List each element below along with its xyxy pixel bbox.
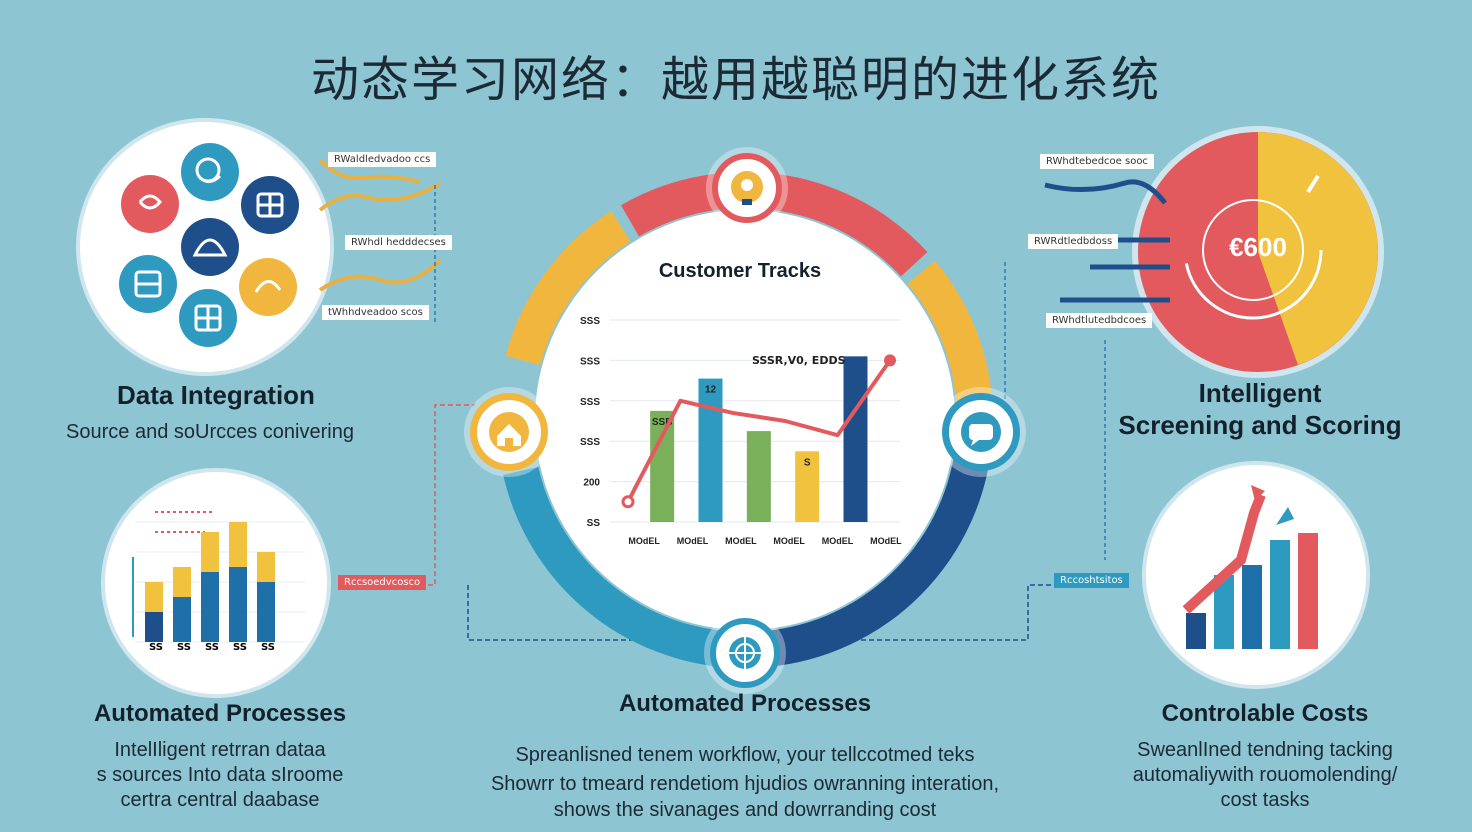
automated-desc-line-2: s sources Into data sIroome [96, 764, 344, 786]
scoring-tag-1: RWhdtebedcoe sooc [1040, 154, 1154, 169]
line-point [621, 495, 635, 509]
costs-desc-line-2: automaliywith rouomolending/ [1132, 764, 1398, 786]
controllable-costs-badge [1146, 465, 1366, 685]
x-tick-label: MOdEL [870, 536, 902, 546]
y-tick-label: SSS [580, 437, 600, 448]
chart-bar [795, 451, 820, 522]
automated-processes-badge: SS SS SS SS SS [105, 472, 327, 694]
bottom-ring-node[interactable] [710, 618, 780, 688]
globe-icon [729, 637, 761, 669]
bar-data-label: SSB [652, 417, 673, 428]
y-tick-label: SS [587, 518, 601, 529]
chart-bar [746, 431, 771, 522]
scoring-heading-line-2: Screening and Scoring [1118, 410, 1402, 440]
left-bar-chart-graphic [132, 511, 305, 643]
data-integration-icons [119, 143, 299, 347]
scoring-gauge-badge: €600 [1138, 132, 1378, 372]
lightbulb-icon [731, 171, 763, 205]
automated-processes-heading-center: Automated Processes [618, 690, 872, 717]
bar-data-label: 12 [705, 385, 717, 396]
x-tick-label: MOdEL [725, 536, 757, 546]
chart-bar [650, 410, 675, 522]
top-ring-node[interactable] [712, 153, 782, 223]
automated-desc-line-1: IntelIligent retrran dataa [114, 739, 326, 761]
scoring-tag-3: RWhdtlutedbdcoes [1046, 313, 1153, 328]
chart-bar [698, 378, 723, 522]
connector-tag-3: tWhhdveadoo scos [322, 305, 429, 320]
y-tick-label: SSS [580, 316, 600, 327]
scoring-heading-line-1: Intelligent [1198, 378, 1322, 408]
y-tick-label: 200 [583, 478, 600, 489]
chart-title: Customer Tracks [658, 260, 822, 282]
customer-tracks-chart: SS 200 SSS SSS SSS SSS SSB 12S MOdEL MOdEL MOdEL MO… [580, 316, 902, 546]
y-tick-label: SSS [580, 397, 600, 408]
gauge-graphic [1183, 132, 1378, 365]
costs-bar-graphic [1182, 485, 1318, 649]
data-integration-connectors [318, 158, 442, 325]
right-ring-node[interactable] [942, 393, 1020, 471]
x-tick-label: MOdEL [628, 536, 660, 546]
chat-icon [961, 412, 1001, 452]
automated-tag: Rccsoedvcosco [338, 575, 427, 590]
data-integration-heading: Data Integration [117, 380, 315, 410]
gauge-value: €600 [1229, 232, 1287, 262]
controllable-costs-heading: Controlable Costs [1161, 700, 1369, 727]
connector-tag-1: RWaldledvadoo ccs [328, 152, 437, 167]
automated-desc-line-3: certra central daabase [120, 789, 320, 811]
chart-line [626, 359, 892, 503]
line-point [884, 354, 896, 367]
center-desc-line-2: Showrr to tmeard rendetiom hjudios owran… [490, 773, 1000, 795]
page-title: 动态学习网络：越用越聪明的进化系统 [310, 52, 1161, 108]
x-tick-label: MOdEL [677, 536, 709, 546]
center-desc-line-1: Spreanlisned tenem workflow, your tellcc… [515, 744, 975, 766]
chart-annotation: SSSR,V0, EDDS [752, 354, 846, 367]
data-integration-badge [80, 122, 330, 372]
costs-desc-line-3: cost tasks [1220, 789, 1310, 811]
x-tick-label: MOdEL [822, 536, 854, 546]
scoring-connectors [1044, 179, 1170, 303]
chart-bar [843, 356, 868, 522]
data-integration-desc: Source and soUrcces conivering [66, 421, 354, 443]
bar-data-label: S [804, 457, 811, 468]
bar-label: SS [261, 642, 275, 653]
scoring-tag-2: RWRdtledbdoss [1028, 234, 1119, 249]
connector-tag-2: RWhdl hedddecses [345, 235, 452, 250]
y-tick-label: SSS [580, 356, 600, 367]
automated-processes-heading-left: Automated Processes [93, 700, 347, 727]
bar-label: SS [149, 642, 163, 653]
bar-label: SS [177, 642, 191, 653]
left-ring-node[interactable] [470, 393, 548, 471]
bar-label: SS [205, 642, 219, 653]
house-icon [489, 412, 529, 452]
costs-desc-line-1: SweanlIned tendning tacking [1137, 739, 1393, 761]
center-desc-line-3: shows the sivanages and dowrranding cost [553, 799, 937, 821]
costs-tag: Rccoshtsitos [1054, 573, 1129, 588]
x-tick-label: MOdEL [773, 536, 805, 546]
bar-label: SS [233, 642, 247, 653]
